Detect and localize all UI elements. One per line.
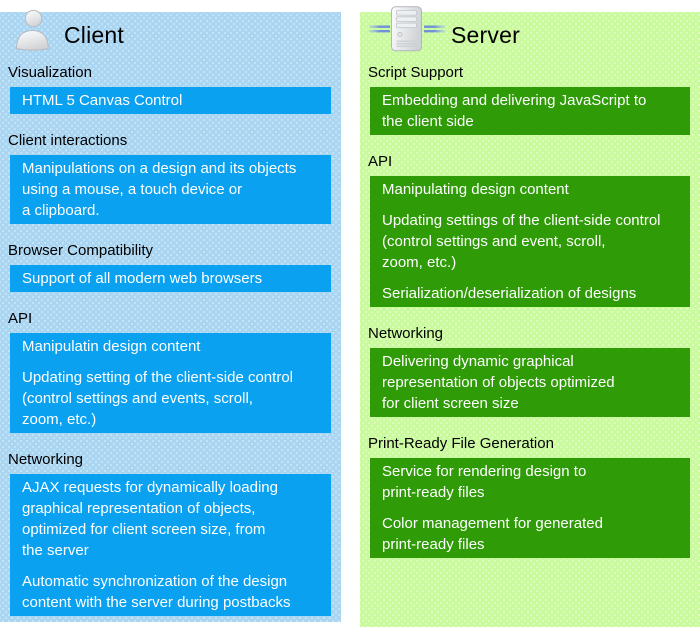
server-panel: Server Script Support Embedding and deli… (360, 5, 700, 627)
section-label: Client interactions (8, 132, 128, 149)
feature-box: Manipulations on a design and its object… (10, 155, 331, 224)
client-panel-header: Client (0, 9, 341, 58)
section-label: Networking (368, 325, 444, 342)
person-icon (12, 9, 52, 51)
feature-box: Delivering dynamic graphical representat… (370, 348, 690, 417)
feature-item: Automatic synchronization of the design … (22, 573, 291, 611)
feature-section: Visualization HTML 5 Canvas Control (0, 64, 341, 114)
feature-item: Manipulatin design content (22, 338, 201, 355)
feature-item: AJAX requests for dynamically loading gr… (22, 479, 278, 559)
feature-section: Script Support Embedding and delivering … (360, 64, 700, 135)
feature-item: Manipulating design content (382, 181, 569, 198)
feature-box: Support of all modern web browsers (10, 265, 331, 292)
section-label: Networking (8, 451, 84, 468)
feature-box: AJAX requests for dynamically loading gr… (10, 474, 331, 616)
section-label: Browser Compatibility (8, 242, 154, 259)
feature-item: Color management for generated print-rea… (382, 515, 603, 553)
feature-section: Browser Compatibility Support of all mod… (0, 242, 341, 292)
feature-item: Updating setting of the client-side cont… (22, 369, 293, 428)
client-sections: Visualization HTML 5 Canvas Control Clie… (0, 64, 341, 616)
section-label: API (8, 310, 33, 327)
server-title: Server (451, 21, 520, 48)
section-label: Print-Ready File Generation (368, 435, 554, 452)
feature-item: Manipulations on a design and its object… (22, 160, 297, 219)
section-label: Script Support (368, 64, 464, 81)
feature-section: Networking Delivering dynamic graphical … (360, 325, 700, 417)
feature-item: HTML 5 Canvas Control (22, 92, 183, 109)
server-panel-header: Server (360, 5, 700, 58)
client-title: Client (64, 21, 125, 48)
feature-box: Embedding and delivering JavaScript to t… (370, 87, 690, 135)
feature-item: Support of all modern web browsers (22, 270, 263, 287)
feature-item: Serialization/deserialization of designs (382, 285, 637, 302)
client-panel: Client Visualization HTML 5 Canvas Contr… (0, 9, 341, 622)
feature-item: Embedding and delivering JavaScript to t… (382, 92, 647, 130)
feature-item: Delivering dynamic graphical representat… (382, 353, 615, 412)
server-sections: Script Support Embedding and delivering … (360, 64, 700, 558)
feature-section: Client interactions Manipulations on a d… (0, 132, 341, 224)
feature-item: Updating settings of the client-side con… (382, 212, 661, 271)
server-icon (369, 5, 445, 53)
section-label: Visualization (8, 64, 92, 81)
feature-section: Networking AJAX requests for dynamically… (0, 451, 341, 616)
feature-box: Service for rendering design to print-re… (370, 458, 690, 558)
feature-section: Print-Ready File Generation Service for … (360, 435, 700, 558)
feature-item: Service for rendering design to print-re… (382, 463, 587, 501)
feature-box: HTML 5 Canvas Control (10, 87, 331, 114)
section-label: API (368, 153, 393, 170)
